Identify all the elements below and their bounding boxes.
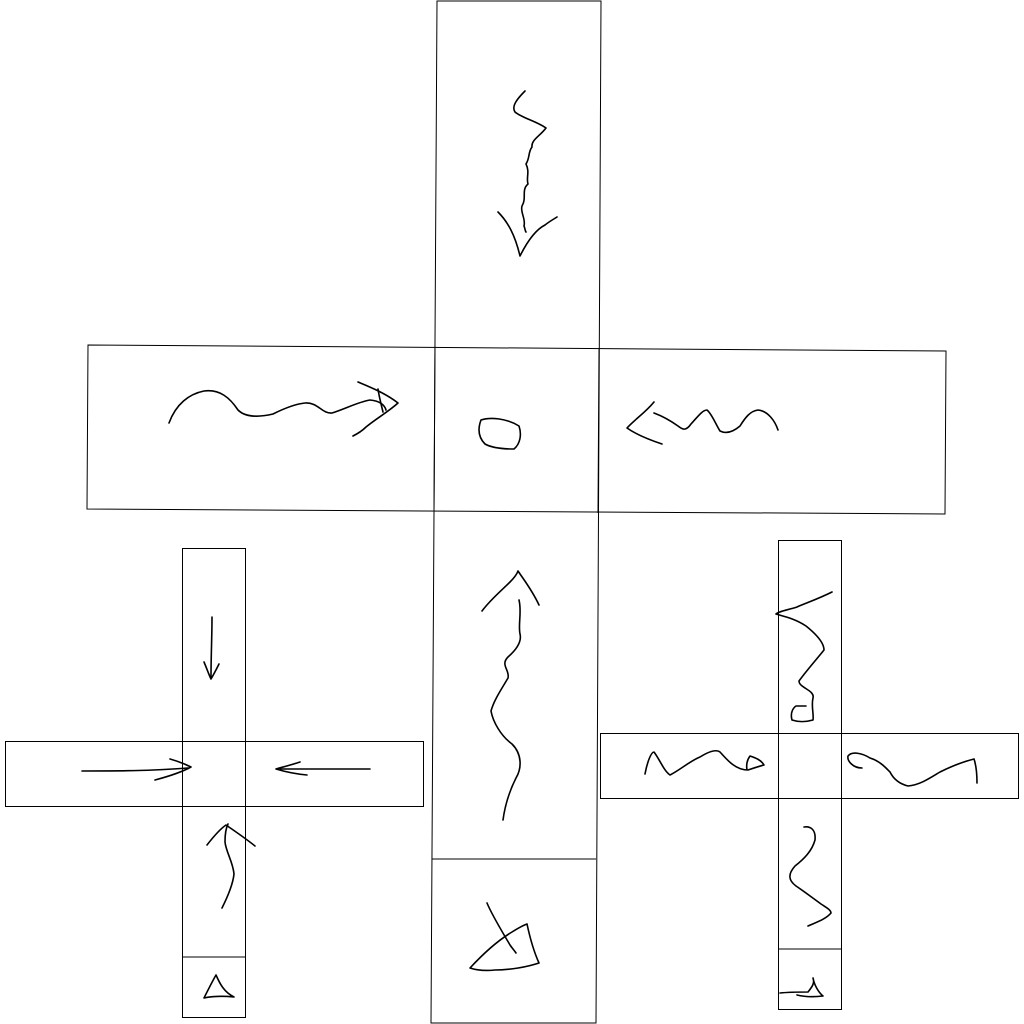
large-crossing-junction-line — [597, 347, 600, 514]
arrow-right-head — [352, 381, 399, 437]
small-right-crossing — [600, 540, 1019, 1010]
arrow-right-head-hook — [377, 388, 384, 413]
large-crossing-vertical-road — [430, 0, 602, 1024]
arrow-up-icon — [490, 599, 522, 821]
small-right-vertical-road — [778, 540, 842, 1010]
squiggle-mark-icon — [644, 750, 765, 776]
small-arrow-down-icon — [210, 616, 213, 678]
squiggle-mark-icon — [789, 826, 832, 927]
arrow-left-icon — [653, 409, 779, 434]
squiggle-mark-icon — [775, 591, 833, 723]
triangle-mark-icon — [469, 923, 540, 972]
arrow-right-icon — [168, 389, 387, 424]
small-left-crossing — [5, 548, 424, 1018]
arrow-down-icon — [513, 90, 547, 233]
small-left-vertical-road — [182, 548, 246, 1018]
large-crossing-triangle-mark — [486, 902, 517, 954]
squiggle-mark-icon — [847, 752, 978, 787]
center-circle-mark — [478, 417, 522, 450]
arrow-up-head — [481, 570, 540, 612]
small-arrow-right-head — [154, 758, 192, 781]
small-arrow-right-icon — [81, 767, 189, 772]
small-right-horizontal-road — [600, 733, 1019, 799]
small-arrow-up-head — [206, 824, 256, 847]
small-left-horizontal-road — [5, 741, 424, 807]
small-right-triangle-mark-icon — [779, 977, 824, 998]
large-crossing-horizontal-road — [86, 344, 947, 515]
large-crossing — [86, 0, 947, 1024]
arrow-down-head — [497, 211, 558, 257]
small-arrow-up-icon — [221, 823, 235, 909]
large-crossing-junction-line — [433, 345, 436, 511]
small-arrow-down-head — [203, 661, 220, 680]
small-left-triangle-mark-icon — [203, 974, 235, 999]
arrow-left-head — [626, 401, 663, 445]
small-arrow-left-head — [275, 761, 308, 776]
